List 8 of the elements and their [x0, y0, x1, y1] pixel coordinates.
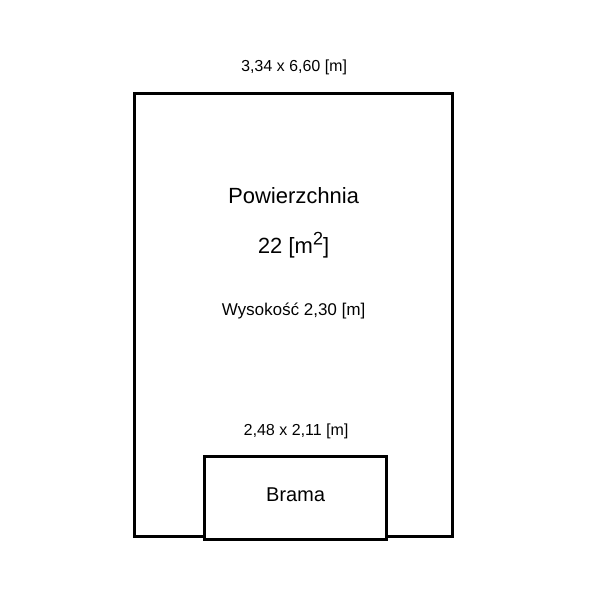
room-dimension: 3,34 x 6,60 [m]: [241, 58, 347, 76]
gate-dimension: 2,48 x 2,11 [m]: [244, 422, 348, 440]
room-name: Powierzchnia: [228, 183, 359, 208]
gate-label: Brama: [266, 484, 325, 506]
area-value: 22 [m$^{2}$]: [258, 233, 330, 258]
room-outline: [133, 92, 454, 538]
height-note: Wysokość 2,30 [m]: [222, 300, 366, 319]
gate-outline: [203, 455, 388, 541]
